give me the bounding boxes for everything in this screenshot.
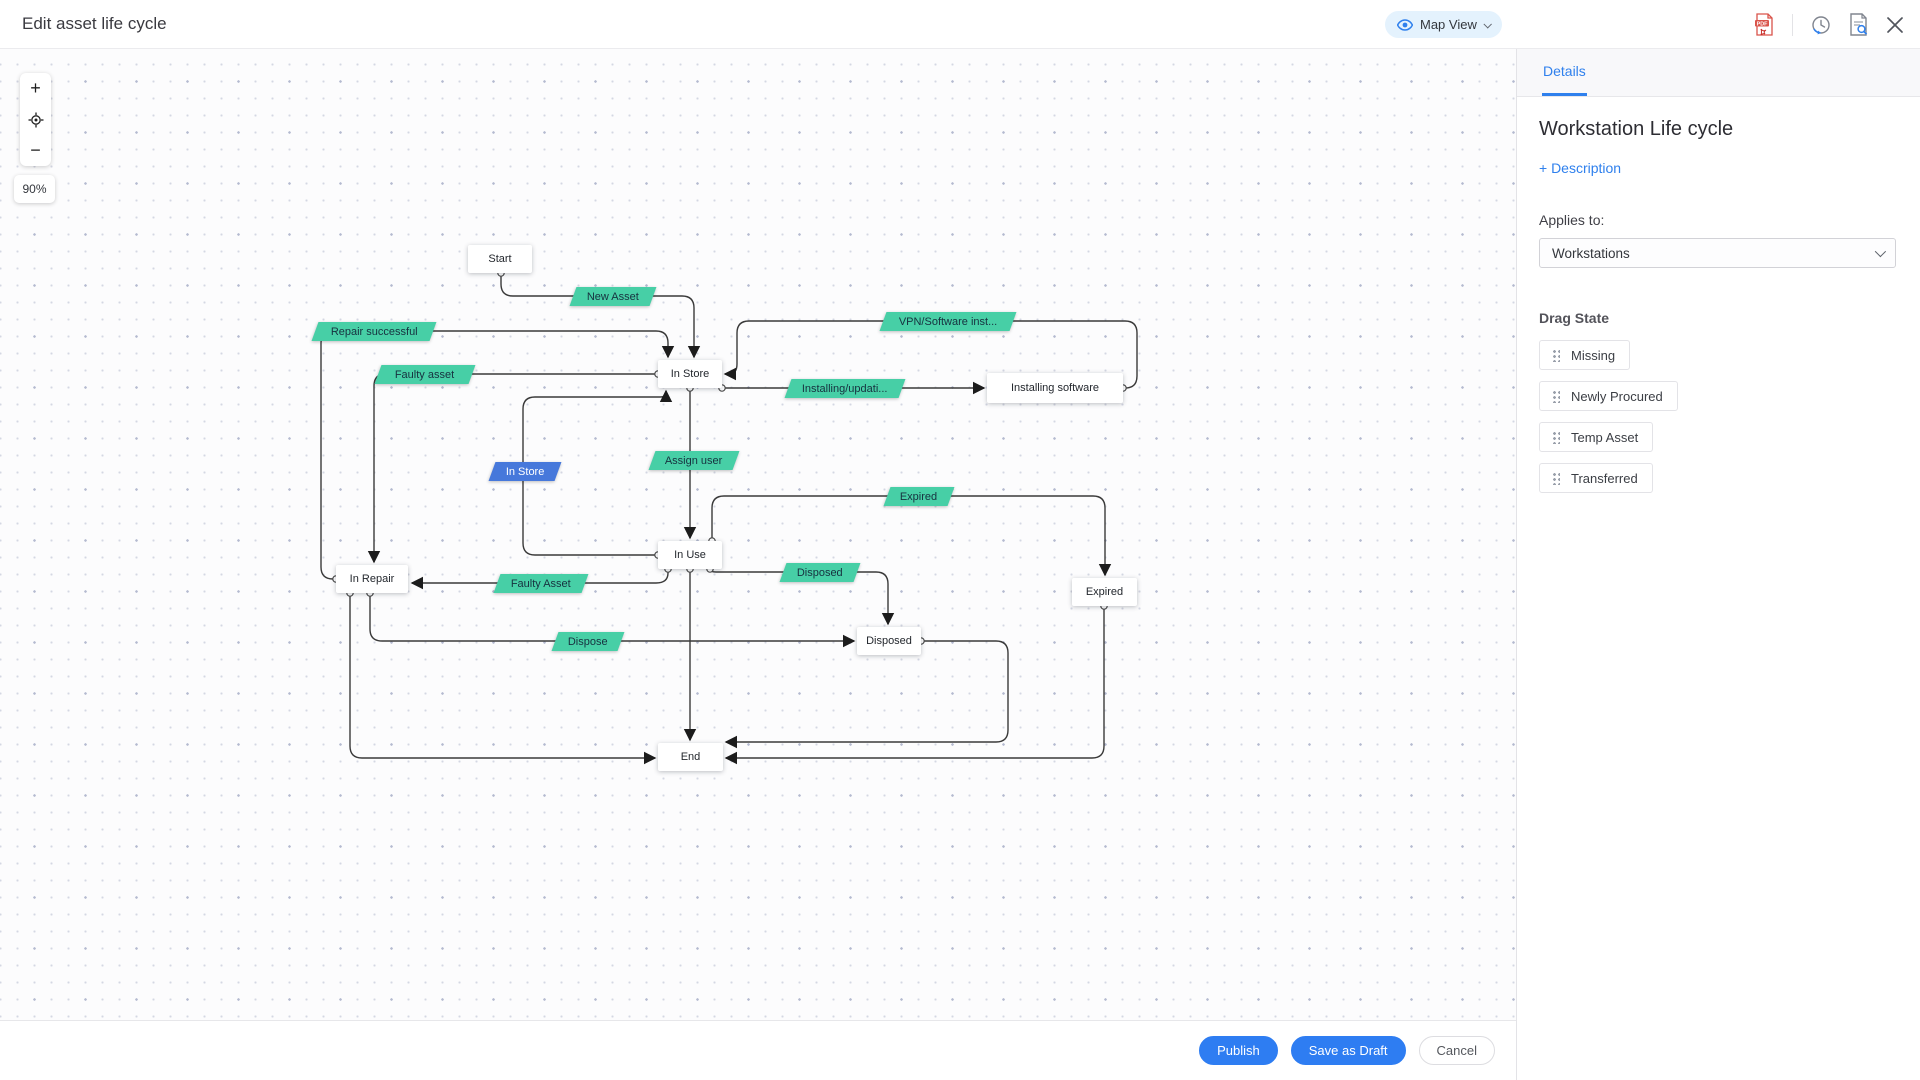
map-view-selector[interactable]: Map View <box>1385 11 1502 38</box>
flowchart-edges-layer <box>320 269 1138 765</box>
node-installing-software[interactable]: Installing software <box>987 373 1123 403</box>
cancel-button[interactable]: Cancel <box>1418 1036 1495 1065</box>
drag-state-label: Transferred <box>1571 470 1638 486</box>
transition-installing-updati[interactable]: Installing/updati... <box>784 379 906 398</box>
crosshair-icon <box>28 112 43 127</box>
tab-details[interactable]: Details <box>1542 49 1587 96</box>
transition-label: Faulty Asset <box>511 577 571 590</box>
node-start[interactable]: Start <box>468 245 532 273</box>
map-view-label: Map View <box>1420 17 1477 32</box>
transition-disposed[interactable]: Disposed <box>779 563 861 582</box>
details-panel: Details Workstation Life cycle + Descrip… <box>1516 49 1920 1080</box>
drag-state-label: Missing <box>1571 347 1616 363</box>
transition-label: Expired <box>900 490 938 503</box>
transition-label: VPN/Software inst... <box>898 315 998 328</box>
drag-state-newly-procured[interactable]: Newly Procured <box>1539 381 1678 411</box>
svg-text:PDF: PDF <box>1757 21 1768 27</box>
node-expired[interactable]: Expired <box>1072 578 1137 606</box>
transition-vpn-software-inst[interactable]: VPN/Software inst... <box>879 312 1017 331</box>
applies-to-value: Workstations <box>1552 245 1630 261</box>
drag-handle-icon <box>1552 348 1560 362</box>
top-bar: Edit asset life cycle Map View PDF <box>0 0 1920 49</box>
chevron-down-icon <box>1483 19 1492 29</box>
history-icon[interactable] <box>1810 14 1832 36</box>
drag-state-label: Newly Procured <box>1571 388 1663 404</box>
preview-icon[interactable] <box>1849 13 1869 36</box>
drag-handle-icon <box>1552 430 1560 444</box>
drag-state-temp-asset[interactable]: Temp Asset <box>1539 422 1654 452</box>
node-in-repair[interactable]: In Repair <box>336 565 408 593</box>
action-footer: Publish Save as Draft Cancel <box>0 1020 1516 1080</box>
transition-label: Installing/updati... <box>802 382 888 395</box>
transition-dispose[interactable]: Dispose <box>551 632 625 651</box>
node-in-use[interactable]: In Use <box>658 541 722 569</box>
transition-label: Assign user <box>665 454 723 467</box>
edge-expired-to-end[interactable] <box>724 606 1105 765</box>
zoom-out-icon: − <box>30 140 41 160</box>
drag-state-heading: Drag State <box>1539 310 1610 326</box>
applies-to-select[interactable]: Workstations <box>1539 238 1896 268</box>
add-description-link[interactable]: + Description <box>1539 160 1622 176</box>
node-in-store[interactable]: In Store <box>658 360 722 388</box>
drag-state-missing[interactable]: Missing <box>1539 340 1631 370</box>
drag-state-transferred[interactable]: Transferred <box>1539 463 1653 493</box>
edge-in-use-to-in-repair[interactable] <box>410 569 669 590</box>
transition-new-asset[interactable]: New Asset <box>569 287 657 306</box>
transition-label: In Store <box>505 465 545 478</box>
transition-in-store[interactable]: In Store <box>488 462 562 481</box>
page-title: Edit asset life cycle <box>22 14 167 33</box>
close-icon[interactable] <box>1886 16 1904 34</box>
fit-to-screen-button[interactable] <box>20 104 51 135</box>
transition-label: Disposed <box>797 566 843 579</box>
transition-expired[interactable]: Expired <box>883 487 955 506</box>
eye-icon <box>1397 18 1413 31</box>
applies-to-label: Applies to: <box>1539 212 1605 228</box>
transition-label: Faulty asset <box>395 368 455 381</box>
chevron-down-icon <box>1874 245 1887 258</box>
transition-faulty-asset[interactable]: Faulty Asset <box>493 574 589 593</box>
edge-in-repair-to-end[interactable] <box>349 593 657 765</box>
drag-handle-icon <box>1552 471 1560 485</box>
export-pdf-icon[interactable]: PDF <box>1754 13 1775 36</box>
panel-tabstrip: Details <box>1517 49 1920 97</box>
edge-in-repair-to-in-store[interactable] <box>320 330 675 580</box>
transition-label: New Asset <box>587 290 639 303</box>
zoom-toolbar: + − <box>20 73 51 166</box>
edge-in-use-to-expired[interactable] <box>711 495 1112 577</box>
zoom-in-icon: + <box>30 78 41 98</box>
transition-assign-user[interactable]: Assign user <box>648 451 740 470</box>
publish-button[interactable]: Publish <box>1199 1036 1278 1065</box>
transition-label: Dispose <box>568 635 608 648</box>
lifecycle-title: Workstation Life cycle <box>1539 118 1734 140</box>
edge-in-repair-to-disposed[interactable] <box>369 593 856 648</box>
transition-label: Repair successful <box>330 325 418 338</box>
edge-disposed-to-end[interactable] <box>724 640 1009 749</box>
save-as-draft-button[interactable]: Save as Draft <box>1290 1036 1406 1065</box>
node-disposed[interactable]: Disposed <box>857 627 921 655</box>
transition-repair-successful[interactable]: Repair successful <box>311 322 437 341</box>
edge-start-to-in-store[interactable] <box>500 273 701 359</box>
divider <box>1792 13 1793 36</box>
zoom-in-button[interactable]: + <box>20 73 51 104</box>
edge-in-use-to-in-store[interactable] <box>522 389 673 556</box>
drag-handle-icon <box>1552 389 1560 403</box>
zoom-level-badge: 90% <box>14 175 55 203</box>
drag-state-label: Temp Asset <box>1571 429 1639 445</box>
node-end[interactable]: End <box>658 743 723 771</box>
zoom-out-button[interactable]: − <box>20 135 51 166</box>
transition-faulty-asset[interactable]: Faulty asset <box>374 365 476 384</box>
